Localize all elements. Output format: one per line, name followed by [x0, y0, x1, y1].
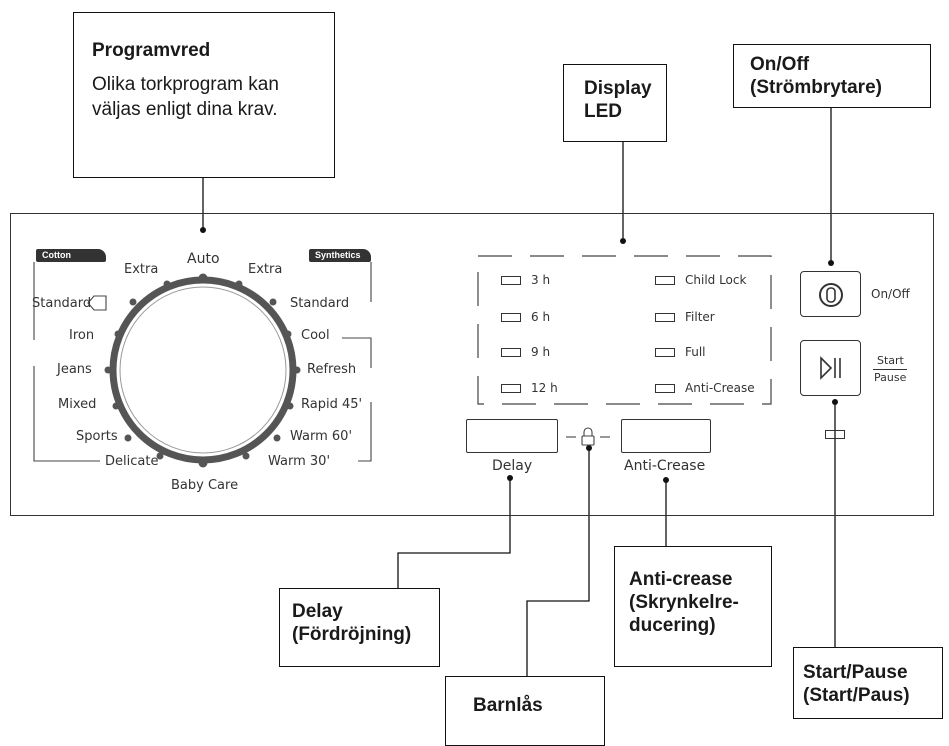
display-label-12h: 12 h [531, 381, 558, 395]
callout-programvred-desc-2: väljas enligt dina krav. [92, 99, 278, 120]
dial-label-warm60: Warm 60' [290, 429, 353, 444]
dial-label-iron: Iron [69, 328, 95, 343]
display-label-3h: 3 h [531, 273, 551, 287]
led-9h [501, 348, 521, 357]
led-filter [655, 313, 675, 322]
dial-position-dots [104, 273, 301, 468]
start-pause-divider [873, 369, 907, 370]
dial-label-warm30: Warm 30' [268, 454, 331, 469]
dial-label-delicate: Delicate [105, 454, 159, 469]
callout-onoff-line-2: (Strömbrytare) [750, 77, 882, 98]
callout-programvred-title: Programvred [92, 40, 211, 61]
callout-onoff-line-1: On/Off [750, 54, 810, 75]
callout-delay-line-2: (Fördröjning) [292, 624, 412, 645]
display-label-anti-crease: Anti-Crease [685, 381, 755, 395]
led-3h [501, 276, 521, 285]
callout-anticrease-line-1: Anti-crease [629, 569, 733, 590]
callout-programvred-desc-1: Olika torkprogram kan [92, 74, 279, 95]
delay-button[interactable] [466, 419, 558, 453]
callout-startpause-line-2: (Start/Paus) [803, 685, 910, 706]
child-lock-icon [566, 427, 610, 446]
anti-crease-button[interactable] [621, 419, 711, 453]
start-pause-button[interactable] [800, 340, 861, 396]
dial-label-cotton-standard: Standard [32, 296, 92, 311]
synthetics-tag: Synthetics [309, 249, 371, 262]
dial-label-synthetics-extra: Extra [248, 262, 283, 277]
dial-label-mixed: Mixed [58, 397, 97, 412]
start-pause-indicator [825, 430, 845, 439]
callout-anticrease-line-3: ducering) [629, 615, 716, 636]
delay-button-label: Delay [492, 458, 533, 474]
led-anti-crease [655, 384, 675, 393]
start-label: Start [877, 354, 904, 367]
onoff-label: On/Off [871, 287, 910, 301]
callout-startpause-line-1: Start/Pause [803, 662, 908, 683]
dial-label-cool: Cool [301, 328, 330, 343]
callout-delay: Delay (Fördröjning) [279, 588, 440, 667]
dial-brackets [33, 262, 372, 462]
callout-display-line-1: Display [584, 78, 652, 99]
callout-anticrease-line-2: (Skrynkelre- [629, 592, 739, 613]
callout-anticrease: Anti-crease (Skrynkelre- ducering) [614, 546, 772, 667]
display-label-6h: 6 h [531, 310, 551, 324]
dial-label-baby-care: Baby Care [171, 478, 239, 493]
led-6h [501, 313, 521, 322]
display-label-9h: 9 h [531, 345, 551, 359]
dial-label-sports: Sports [76, 429, 118, 444]
dial-label-jeans: Jeans [57, 362, 92, 377]
callout-delay-line-1: Delay [292, 601, 343, 622]
dial-label-synthetics-standard: Standard [290, 296, 350, 311]
play-pause-icon [820, 356, 841, 380]
display-label-filter: Filter [685, 310, 715, 324]
led-child-lock [655, 276, 675, 285]
onoff-button[interactable] [800, 271, 861, 317]
standard-marker-icon [87, 295, 107, 311]
display-label-child-lock: Child Lock [685, 273, 747, 287]
led-12h [501, 384, 521, 393]
callout-startpause: Start/Pause (Start/Paus) [793, 647, 943, 719]
callout-barnlas-text: Barnlås [473, 695, 543, 716]
callout-display-led: Display LED [563, 64, 667, 142]
callout-onoff: On/Off (Strömbrytare) [733, 44, 931, 108]
cotton-tag: Cotton [36, 249, 106, 262]
dial-label-refresh: Refresh [307, 362, 357, 377]
dial-label-cotton-extra: Extra [124, 262, 159, 277]
dial-label-rapid45: Rapid 45' [301, 397, 363, 412]
anti-crease-button-label: Anti-Crease [624, 458, 706, 474]
led-full [655, 348, 675, 357]
pause-label: Pause [874, 371, 907, 384]
control-panel [10, 213, 934, 516]
callout-display-line-2: LED [584, 101, 622, 122]
callout-programvred: Programvred Olika torkprogram kan väljas… [73, 12, 335, 178]
power-icon [819, 283, 843, 307]
display-label-full: Full [685, 345, 706, 359]
dial-label-auto: Auto [187, 251, 220, 267]
